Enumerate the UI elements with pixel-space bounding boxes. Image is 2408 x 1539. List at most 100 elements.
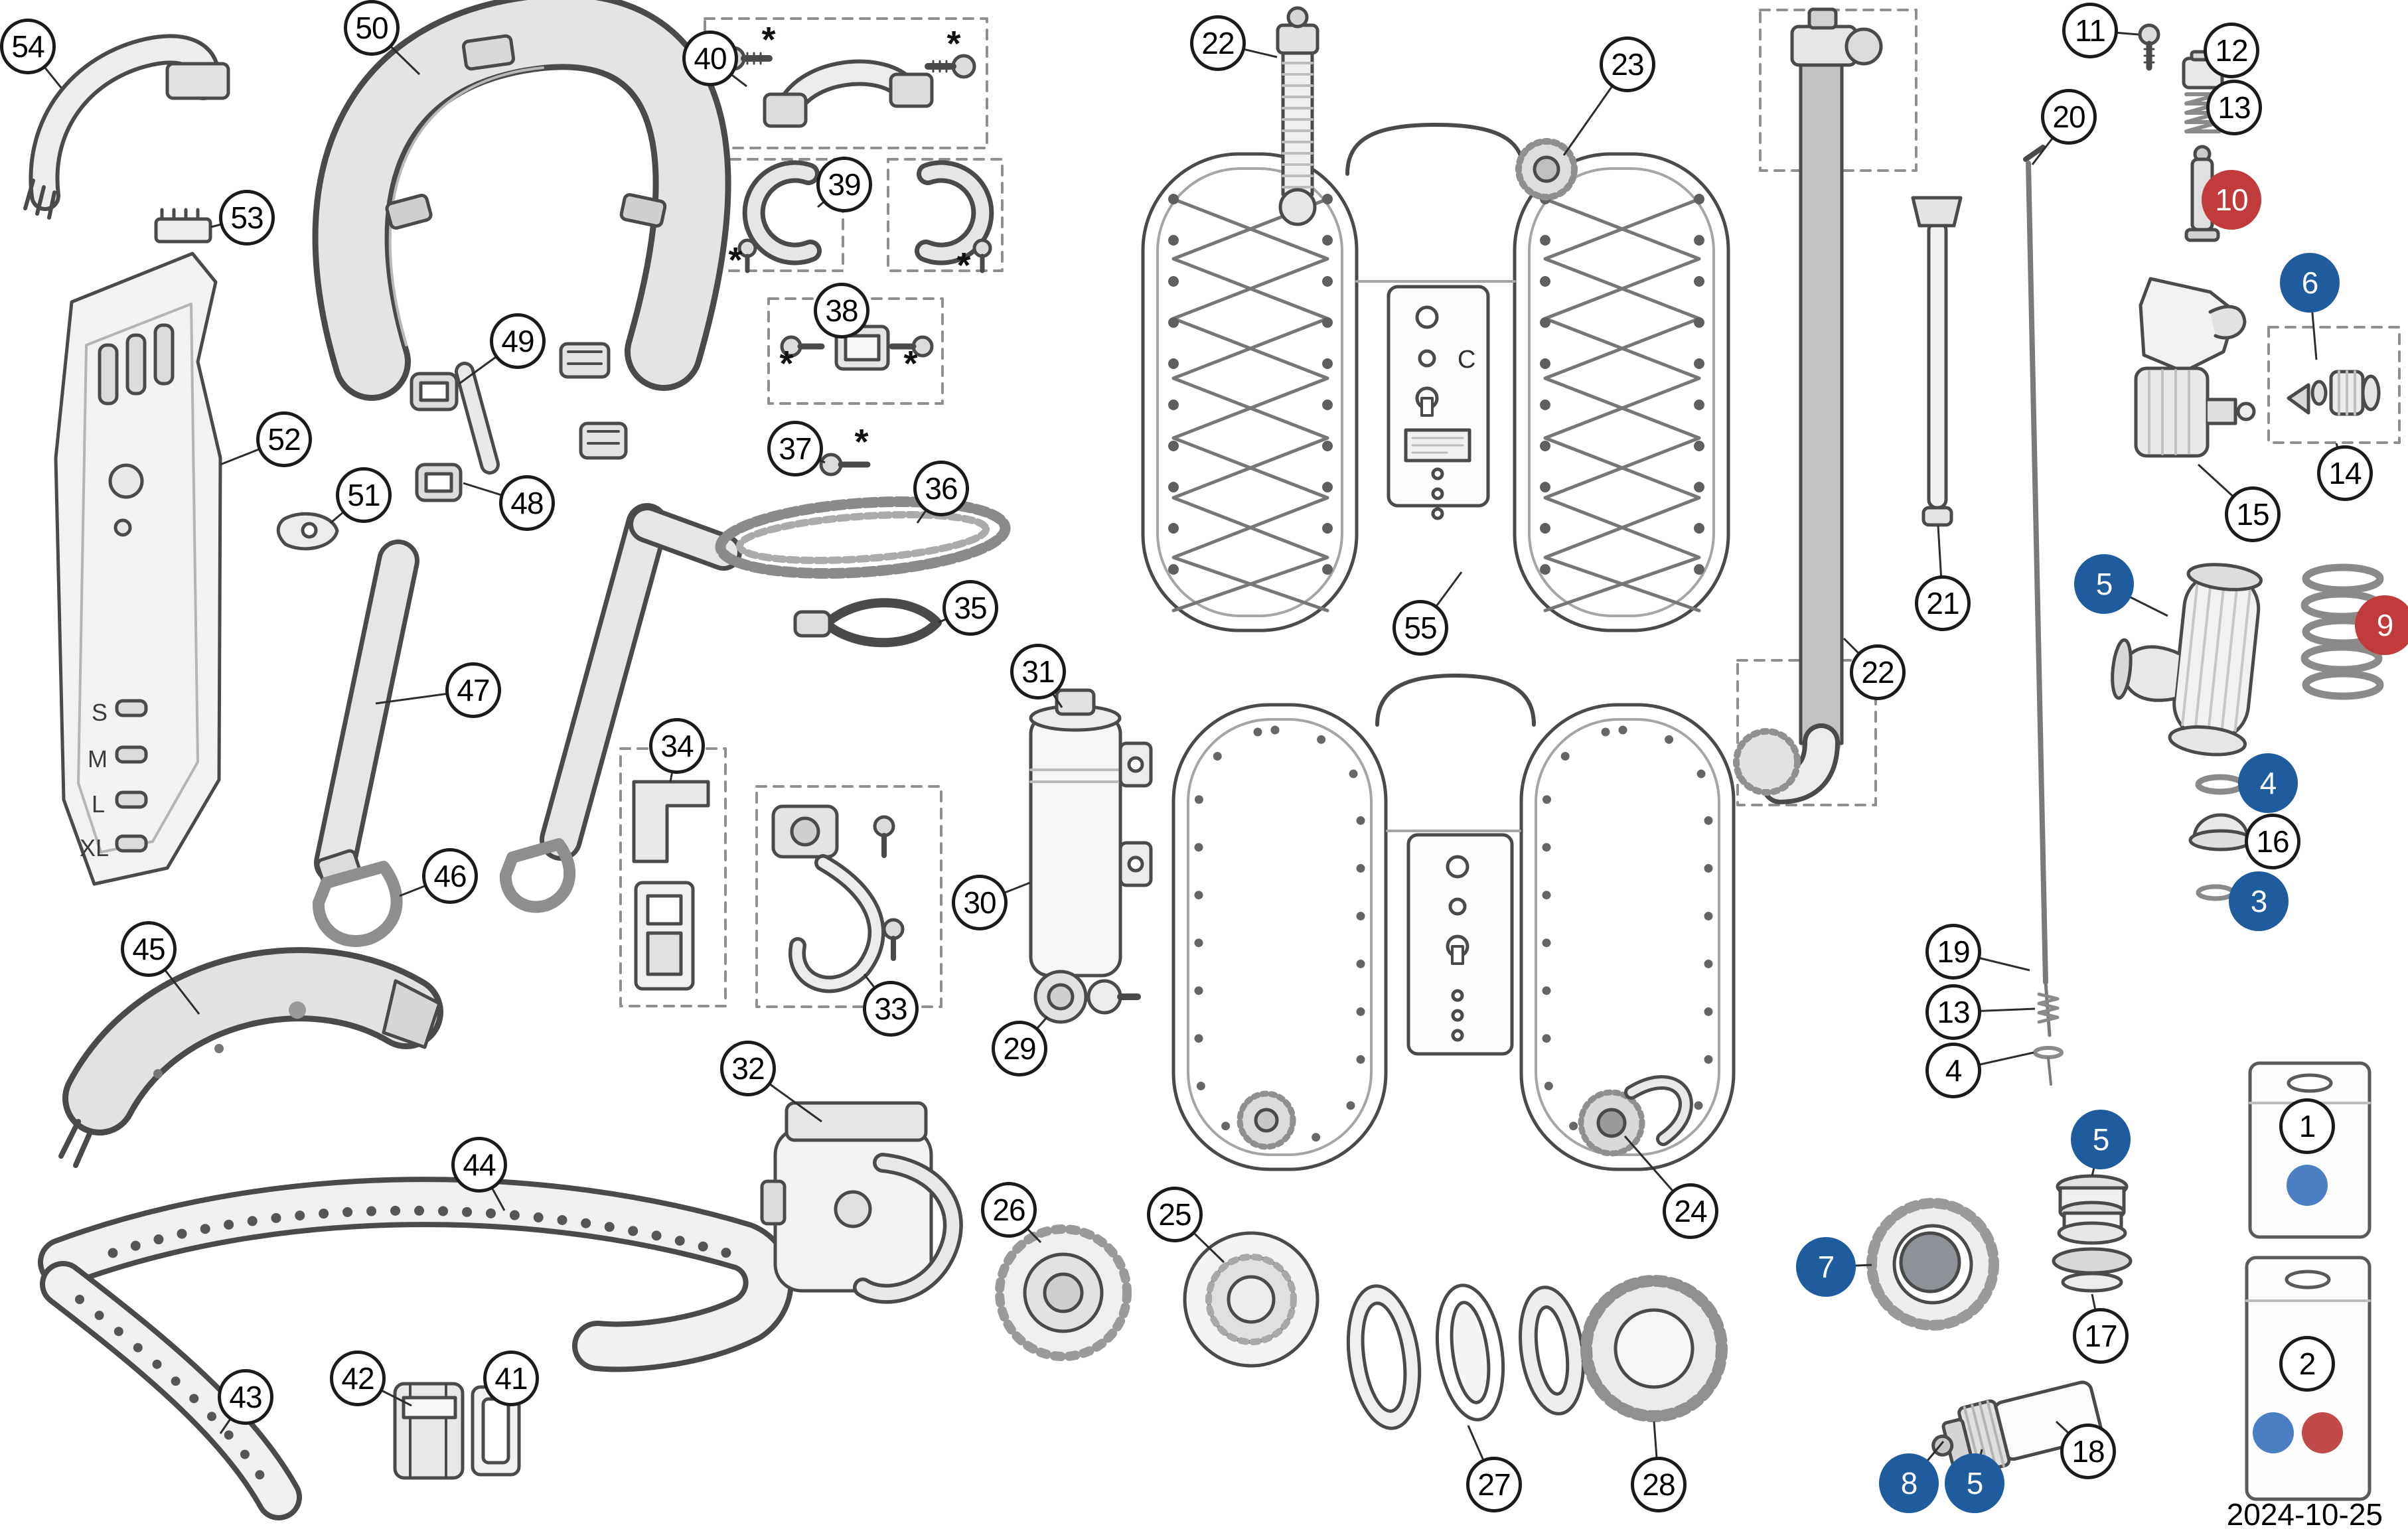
part-34-bracket-kit <box>632 780 710 991</box>
callout-1: 1 <box>2279 1098 2335 1154</box>
part-51-clip <box>276 512 339 551</box>
callout-10: 10 <box>2202 170 2261 230</box>
callout-8: 8 <box>1879 1453 1939 1513</box>
part-33-transmitter-kit <box>771 804 905 993</box>
part-21-mount-rail <box>1911 196 1963 527</box>
asterisk-mark: * <box>854 422 869 462</box>
size-label-l: L <box>92 790 105 818</box>
part-22-corrugated-hose <box>1733 7 1883 804</box>
part-20-pull-rod <box>2023 145 2048 985</box>
callout-41: 41 <box>483 1351 539 1406</box>
part-40-handle-kit <box>721 46 976 128</box>
callout-52: 52 <box>256 411 312 467</box>
part-52-backplate: S M L XL <box>54 252 222 886</box>
part-39-clamps <box>737 160 994 273</box>
wing-plate-label: C <box>1458 346 1475 374</box>
part-32-battery-pod <box>760 1101 963 1304</box>
callout-19: 19 <box>1925 924 1981 980</box>
callout-20: 20 <box>2041 89 2097 145</box>
callout-4: 4 <box>2238 753 2298 813</box>
part-53-clip <box>154 208 212 244</box>
part-44-waist-strap <box>38 1177 794 1372</box>
callout-42: 42 <box>330 1351 386 1406</box>
callout-6: 6 <box>2280 253 2340 313</box>
callout-39: 39 <box>816 157 872 212</box>
callout-26: 26 <box>981 1182 1037 1238</box>
callout-49: 49 <box>490 313 546 369</box>
callout-15: 15 <box>2225 486 2281 542</box>
part-19-rod-tip <box>2033 980 2064 1086</box>
part-7-exhaust-valve <box>1866 1198 1999 1331</box>
callout-30: 30 <box>952 875 1008 930</box>
callout-24: 24 <box>1663 1183 1718 1239</box>
callout-5: 5 <box>1945 1453 2004 1513</box>
part-13-spring <box>2184 92 2221 133</box>
part-42-buckle <box>393 1382 465 1480</box>
part-50-neck-yoke <box>312 0 731 401</box>
part-54-trim-strap <box>23 34 230 220</box>
callout-54: 54 <box>0 19 56 74</box>
size-label-s: S <box>92 699 108 726</box>
part-43-strap-tail <box>40 1261 302 1520</box>
service-kit-bag-1-dot <box>2287 1165 2328 1206</box>
part-29-canister-valve <box>1033 970 1141 1024</box>
part-26-valve-cap <box>995 1224 1132 1361</box>
callout-53: 53 <box>219 190 275 246</box>
callout-22: 22 <box>1850 644 1906 700</box>
callout-14: 14 <box>2317 445 2373 501</box>
callout-34: 34 <box>649 718 705 774</box>
asterisk-mark: * <box>946 24 961 64</box>
part-5-inflator-body <box>2111 563 2263 757</box>
callout-27: 27 <box>1466 1457 1522 1512</box>
callout-33: 33 <box>863 981 919 1037</box>
callout-25: 25 <box>1147 1187 1203 1242</box>
callout-44: 44 <box>451 1137 507 1193</box>
callout-47: 47 <box>445 662 501 718</box>
callout-35: 35 <box>942 580 998 636</box>
part-35-bungee-loop <box>793 598 942 648</box>
part-11-screw <box>2138 23 2160 71</box>
callout-13: 13 <box>1925 984 1981 1040</box>
revision-date: 2024-10-25 <box>2226 1497 2383 1532</box>
callout-7: 7 <box>1796 1237 1856 1297</box>
callout-23: 23 <box>1600 37 1655 92</box>
part-25-valve-cap <box>1183 1231 1319 1368</box>
callout-29: 29 <box>992 1021 1047 1076</box>
callout-43: 43 <box>218 1369 273 1425</box>
part-46-d-rings <box>312 838 576 947</box>
callout-2: 2 <box>2279 1336 2335 1392</box>
callout-11: 11 <box>2062 3 2118 58</box>
part-55-wing-top: C <box>1141 123 1730 632</box>
callout-9: 9 <box>2355 595 2408 655</box>
part-23-ovp-valve <box>1515 138 1578 200</box>
callout-37: 37 <box>767 421 823 476</box>
callout-4: 4 <box>1925 1043 1981 1098</box>
callout-36: 36 <box>913 461 969 516</box>
callout-31: 31 <box>1010 644 1066 699</box>
callout-5: 5 <box>2071 1110 2131 1169</box>
callout-51: 51 <box>336 467 392 523</box>
callout-13: 13 <box>2206 80 2262 135</box>
callout-12: 12 <box>2204 23 2259 78</box>
service-kit-bag-2-dot <box>2253 1412 2294 1453</box>
part-22-inflator-hose-short <box>1276 6 1319 226</box>
part-49-buckles <box>410 342 611 475</box>
part-27-membrane-set <box>1346 1283 1585 1430</box>
callout-21: 21 <box>1915 575 1971 631</box>
asterisk-mark: * <box>956 246 971 285</box>
part-31-canister <box>1029 688 1153 978</box>
part-37-screw <box>819 453 871 476</box>
callout-48: 48 <box>499 475 555 531</box>
callout-5: 5 <box>2074 554 2134 614</box>
callout-45: 45 <box>121 921 177 977</box>
callout-32: 32 <box>720 1041 776 1096</box>
callout-22: 22 <box>1190 15 1246 71</box>
callout-55: 55 <box>1392 600 1448 656</box>
asterisk-mark: * <box>903 344 918 384</box>
part-36-rope-loop <box>715 496 1011 579</box>
asterisk-mark: * <box>779 344 794 384</box>
callout-28: 28 <box>1631 1457 1687 1512</box>
part-15-elbow-assembly <box>2134 277 2256 458</box>
